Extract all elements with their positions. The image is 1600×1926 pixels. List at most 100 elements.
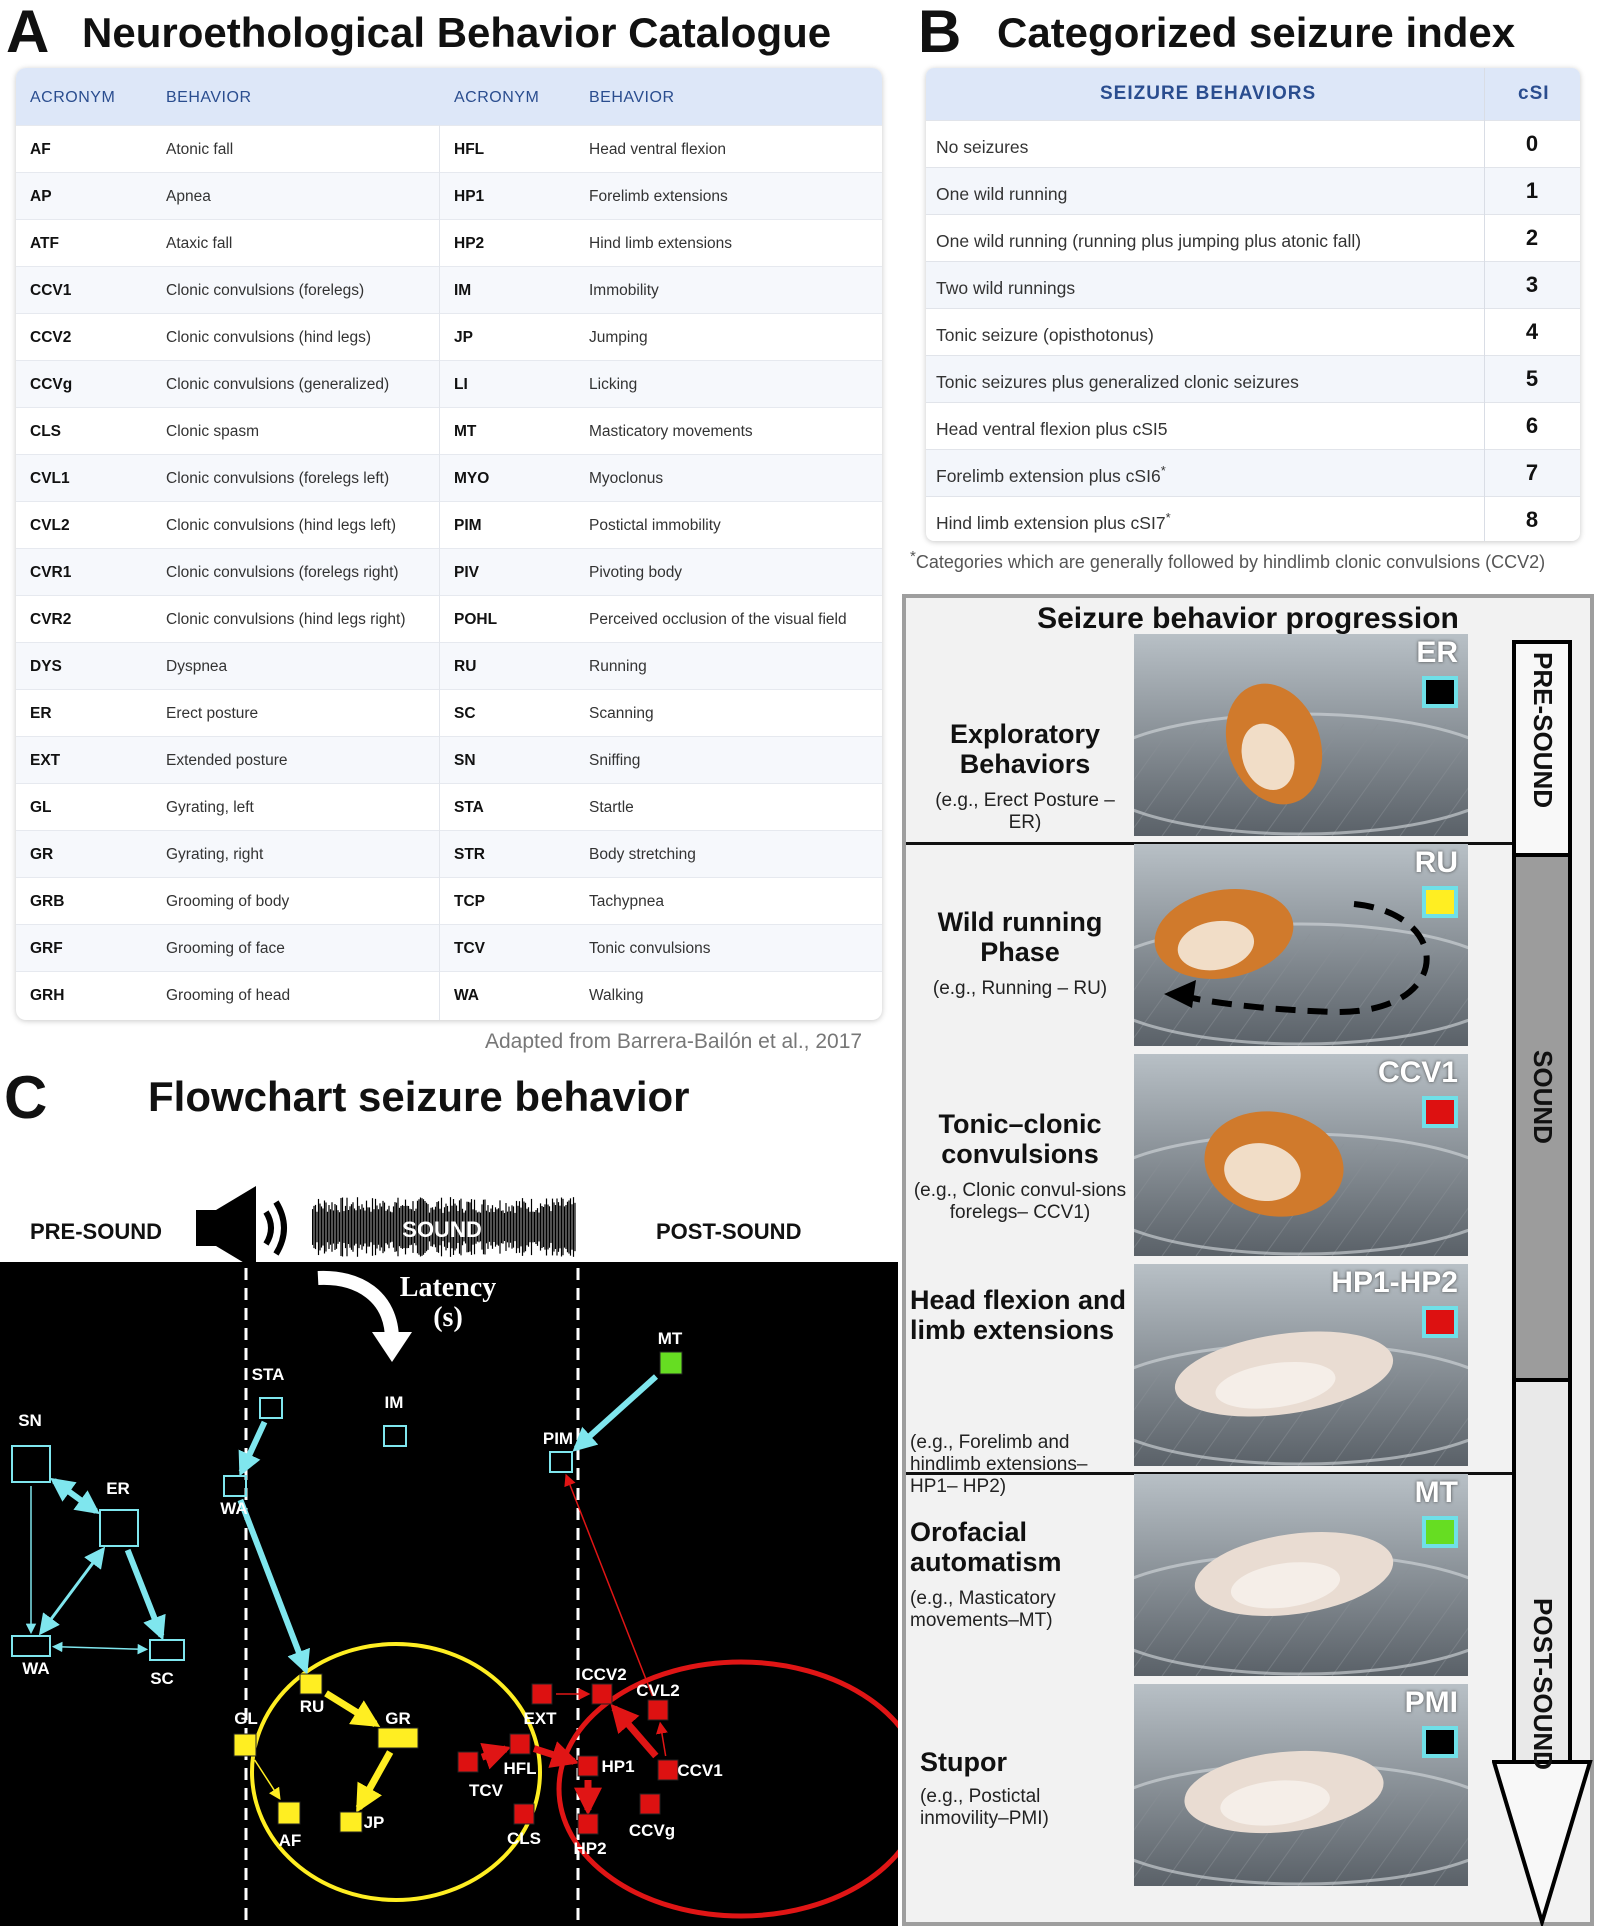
sound-waveform (308, 1197, 576, 1257)
node-box (657, 1759, 679, 1781)
stage-title: Stupor (920, 1747, 1007, 1777)
hamster-photo (1134, 634, 1468, 836)
stage-photo: RU (1134, 844, 1468, 1046)
node-label: RU (300, 1697, 325, 1716)
section-pre-sound: PRE-SOUND (30, 1219, 163, 1244)
behavior-cell: Atonic fall (166, 141, 234, 158)
node-box (457, 1751, 479, 1773)
phase-separator (906, 1472, 1518, 1475)
behavior-cell: Postictal immobility (589, 517, 721, 534)
seizure-behavior-text: Tonic seizure (opisthotonus) (936, 324, 1154, 345)
seizure-behavior-cell: One wild running (running plus jumping p… (936, 228, 1361, 252)
seizure-behavior-text: One wild running (936, 183, 1068, 204)
behavior-color-swatch (1422, 1516, 1458, 1548)
behavior-cell: Clonic convulsions (forelegs right) (166, 564, 399, 581)
node-label: TCV (469, 1781, 504, 1800)
acronym-cell: WA (454, 987, 479, 1004)
table-row: CVL2 Clonic convulsions (hind legs left) P… (16, 501, 882, 548)
flow-edge (51, 1641, 149, 1655)
behavior-cell: Gyrating, left (166, 799, 254, 816)
flow-edge (655, 1721, 668, 1757)
hamster-photo (1134, 1474, 1468, 1676)
node-label: CVL2 (636, 1681, 679, 1700)
behavior-cell: Apnea (166, 188, 211, 205)
flow-edge (124, 1548, 166, 1641)
flow-edge (324, 1690, 381, 1727)
seizure-behavior-cell: Two wild runnings (936, 275, 1075, 299)
acronym-cell: CVL2 (30, 517, 70, 534)
behavior-cell: Sniffing (589, 752, 641, 769)
latency-arrow (317, 1270, 399, 1341)
csi-value: 8 (1525, 507, 1539, 532)
node-box (99, 1509, 139, 1547)
behavior-cell: Licking (589, 376, 638, 393)
stage-photo: MT (1134, 1474, 1468, 1676)
behavior-cell: Grooming of face (166, 940, 285, 957)
node-label: WA (220, 1499, 247, 1518)
panel-c-letter: C (4, 1064, 48, 1131)
seizure-behavior-text: Tonic seizures plus generalized clonic s… (936, 371, 1299, 392)
behavior-cell: Extended posture (166, 752, 288, 769)
stage-subtitle: (e.g., Forelimb and hindlimb extensions–… (910, 1432, 1088, 1498)
behavior-code: CCV1 (1377, 1056, 1458, 1089)
panel-c-title: Flowchart seizure behavior (148, 1073, 690, 1120)
progression-title: Seizure behavior progression (1037, 602, 1459, 635)
behavior-cell: Clonic convulsions (forelegs left) (166, 470, 390, 487)
node-label: ER (106, 1479, 130, 1498)
flow-edge (355, 1750, 394, 1813)
behavior-cell: Forelimb extensions (589, 188, 728, 205)
acronym-cell: SC (454, 705, 476, 722)
flow-edge (237, 1498, 310, 1675)
node-box (11, 1635, 51, 1657)
flow-node: SC (149, 1639, 185, 1688)
csi-value: 5 (1525, 366, 1539, 391)
acronym-cell: POHL (454, 611, 498, 628)
phase-label-post: POST-SOUND (1528, 1598, 1558, 1770)
flow-node: STA (252, 1365, 284, 1419)
column-divider (439, 125, 440, 1020)
table-row: One wild running (running plus jumping p… (926, 214, 1580, 261)
flow-node: AF (277, 1801, 301, 1850)
flow-node: EXT (523, 1683, 557, 1728)
stage-subtitle: (e.g., Running – RU) (932, 978, 1108, 999)
seizure-behavior-text: Head ventral flexion plus cSI5 (936, 418, 1168, 439)
stage-title: Head flexion and limb extensions (910, 1285, 1127, 1345)
behavior-cell: Grooming of body (166, 893, 290, 910)
node-label: GR (385, 1709, 411, 1728)
node-label: CCV1 (677, 1761, 722, 1780)
acronym-cell: CCVg (30, 376, 73, 393)
behavior-cell: Startle (589, 799, 634, 816)
behavior-cell: Clonic convulsions (hind legs left) (166, 517, 397, 534)
arrow-head (1492, 1760, 1593, 1926)
acronym-cell: CCV1 (30, 282, 72, 299)
seizure-behavior-text: Two wild runnings (936, 277, 1076, 298)
stage-subtitle: (e.g., Clonic convul-sions forelegs– CCV… (913, 1180, 1127, 1224)
latency-label-line2: (s) (433, 1302, 463, 1333)
behavior-cell: Hind limb extensions (589, 235, 733, 252)
speaker-icon (184, 1180, 312, 1276)
behavior-code: ER (1416, 636, 1458, 669)
acronym-cell: MT (454, 423, 477, 440)
node-label: CCV2 (581, 1665, 626, 1684)
flow-node: SN (11, 1411, 51, 1483)
acronym-cell: GRH (30, 987, 65, 1004)
flow-node: CCVg (629, 1793, 675, 1840)
flow-edge (610, 1703, 659, 1759)
flow-node: CLS (507, 1803, 541, 1848)
acronym-cell: PIV (454, 564, 479, 581)
behavior-code: RU (1414, 846, 1458, 879)
header-acronym-1: ACRONYM (30, 89, 116, 106)
behavior-cell: Dyspnea (166, 658, 228, 675)
flow-edge (480, 1742, 512, 1770)
acronym-cell: TCV (454, 940, 485, 957)
csi-value: 3 (1525, 272, 1539, 297)
